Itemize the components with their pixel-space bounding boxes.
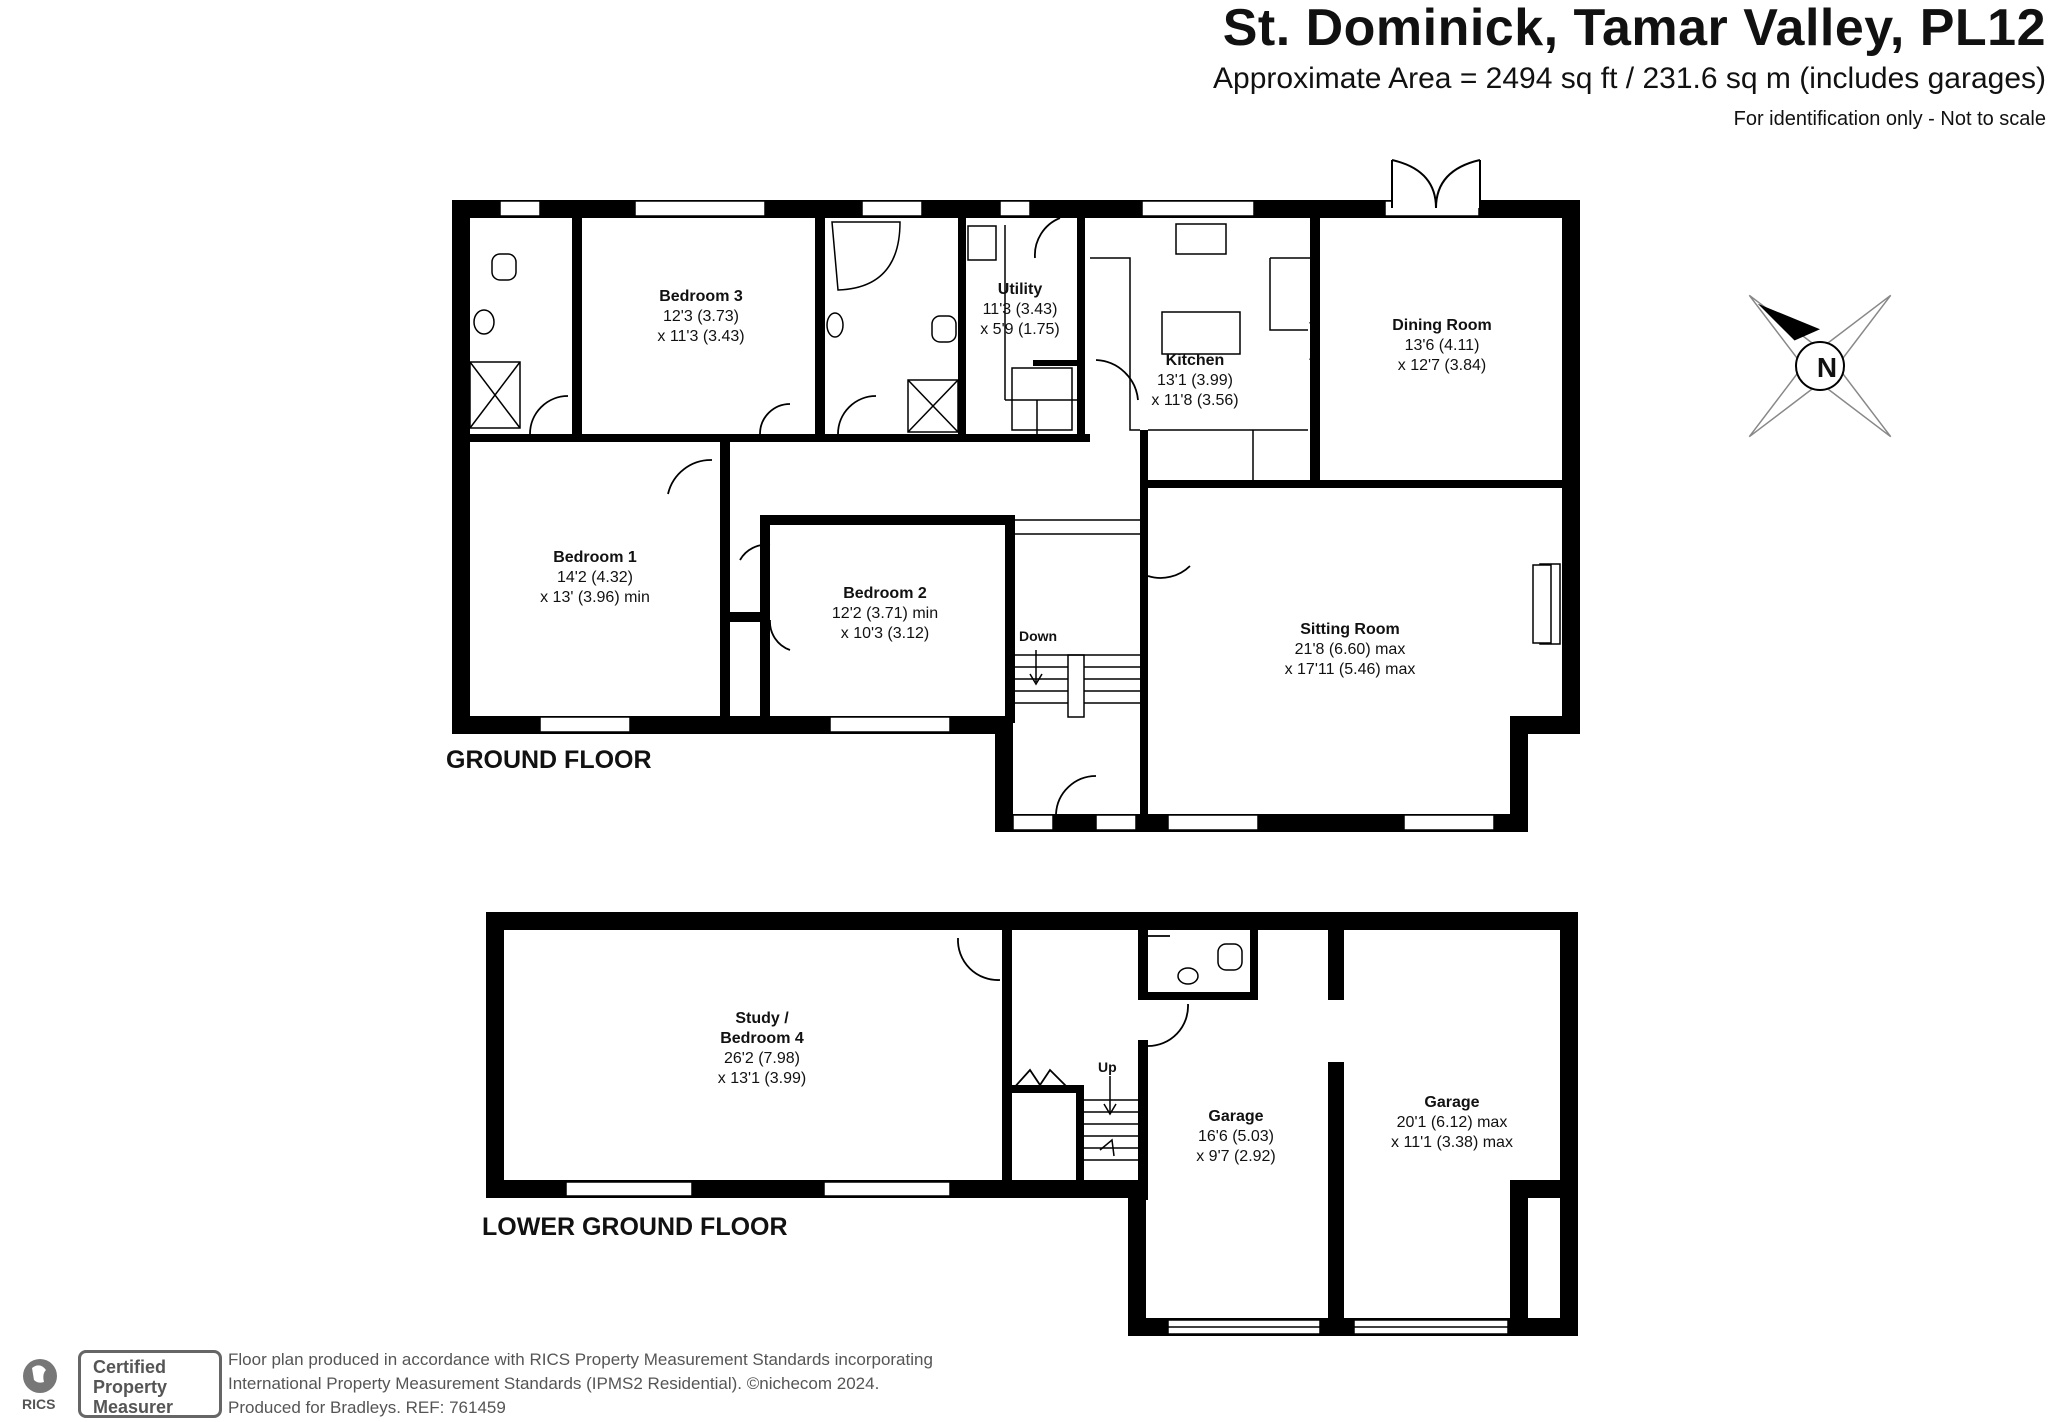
- room-dimension: x 13'1 (3.99): [718, 1070, 806, 1087]
- lower-floor-fixtures: [1177, 943, 1243, 985]
- room-label-sitting-room: Sitting Room 21'8 (6.60) max x 17'11 (5.…: [1285, 621, 1416, 678]
- room-dimension: x 13' (3.96) min: [540, 589, 650, 606]
- room-dimension: 12'3 (3.73): [663, 308, 739, 325]
- room-dimension: 12'2 (3.71) min: [832, 605, 938, 622]
- room-dimension: x 12'7 (3.84): [1398, 357, 1486, 374]
- stairs-down-label: Down: [1019, 628, 1057, 644]
- cert-line-2: Property: [93, 1377, 168, 1397]
- room-label-garage-1: Garage 16'6 (5.03) x 9'7 (2.92): [1196, 1108, 1276, 1165]
- room-name: Garage: [1208, 1108, 1263, 1125]
- compass-north-arrow: [1757, 303, 1820, 341]
- kitchen-worktops: [1004, 225, 1310, 480]
- room-name: Dining Room: [1392, 317, 1492, 334]
- room-name: Bedroom 3: [659, 288, 743, 305]
- room-name: Bedroom 1: [553, 549, 637, 566]
- room-name: Kitchen: [1166, 352, 1225, 369]
- room-dimension: 11'3 (3.43): [983, 301, 1058, 318]
- approximate-area: Approximate Area = 2494 sq ft / 231.6 sq…: [1213, 62, 2046, 95]
- room-dimension: 13'6 (4.11): [1405, 337, 1480, 354]
- rics-badge: RICS Certified Property Measurer: [14, 1350, 222, 1418]
- room-dimension: 21'8 (6.60) max: [1295, 641, 1406, 658]
- dining-french-doors: [1391, 159, 1481, 209]
- page-title: St. Dominick, Tamar Valley, PL12: [1222, 0, 2046, 57]
- footer-line-1: Floor plan produced in accordance with R…: [228, 1350, 933, 1369]
- room-label-bedroom-2: Bedroom 2 12'2 (3.71) min x 10'3 (3.12): [832, 585, 938, 642]
- ground-floor-doors: [529, 217, 1316, 815]
- room-dimension: 26'2 (7.98): [724, 1050, 800, 1067]
- room-label-bedroom-1: Bedroom 1 14'2 (4.32) x 13' (3.96) min: [540, 549, 650, 606]
- lower-floor-stairs: [1084, 1076, 1138, 1161]
- ground-floor-plan: Bedroom 3 12'3 (3.73) x 11'3 (3.43) Util…: [452, 159, 1580, 832]
- room-label-garage-2: Garage 20'1 (6.12) max x 11'1 (3.38) max: [1391, 1094, 1513, 1151]
- stairs-up-label: Up: [1098, 1059, 1117, 1075]
- fireplace: [1532, 564, 1552, 644]
- compass-north-label: N: [1817, 352, 1837, 383]
- room-name: Study /: [735, 1010, 789, 1027]
- rics-text: RICS: [22, 1396, 56, 1412]
- lower-floor-windows: [565, 1181, 951, 1197]
- room-label-utility: Utility 11'3 (3.43) x 5'9 (1.75): [980, 281, 1060, 338]
- room-name: Garage: [1424, 1094, 1479, 1111]
- room-dimension: x 11'1 (3.38) max: [1391, 1134, 1513, 1151]
- lower-floor-doors: [957, 935, 1189, 1091]
- room-label-kitchen: Kitchen 13'1 (3.99) x 11'8 (3.56): [1151, 352, 1238, 409]
- room-name: Bedroom 2: [843, 585, 927, 602]
- room-dimension: x 5'9 (1.75): [980, 321, 1060, 338]
- room-dimension: x 17'11 (5.46) max: [1285, 661, 1416, 678]
- room-dimension: 14'2 (4.32): [557, 569, 633, 586]
- room-dimension: 16'6 (5.03): [1198, 1128, 1274, 1145]
- room-dimension: x 9'7 (2.92): [1196, 1148, 1276, 1165]
- compass-rose: [1748, 294, 1892, 438]
- room-label-study: Study / Bedroom 4 26'2 (7.98) x 13'1 (3.…: [718, 1010, 806, 1087]
- room-dimension: x 11'3 (3.43): [657, 328, 744, 345]
- garage-doors: [1167, 1319, 1509, 1335]
- room-dimension: 13'1 (3.99): [1157, 372, 1233, 389]
- ground-floor-label: GROUND FLOOR: [446, 746, 652, 774]
- room-label-dining-room: Dining Room 13'6 (4.11) x 12'7 (3.84): [1392, 317, 1492, 374]
- room-dimension: x 10'3 (3.12): [841, 625, 929, 642]
- footer-line-2: International Property Measurement Stand…: [228, 1374, 880, 1393]
- room-name: Bedroom 4: [720, 1030, 804, 1047]
- certified-measurer-box: Certified Property Measurer: [78, 1350, 222, 1418]
- ground-floor-fixtures: [469, 221, 1241, 433]
- cert-line-1: Certified: [93, 1357, 167, 1377]
- rics-logo-icon: [23, 1359, 57, 1393]
- room-label-bedroom-3: Bedroom 3 12'3 (3.73) x 11'3 (3.43): [657, 288, 744, 345]
- identification-note: For identification only - Not to scale: [1733, 108, 2046, 130]
- footer-line-3: Produced for Bradleys. REF: 761459: [228, 1398, 506, 1417]
- room-dimension: x 11'8 (3.56): [1151, 392, 1238, 409]
- cert-line-3: Measurer: [93, 1397, 174, 1417]
- room-name: Sitting Room: [1300, 621, 1400, 638]
- lower-ground-floor-label: LOWER GROUND FLOOR: [482, 1213, 788, 1241]
- room-dimension: 20'1 (6.12) max: [1397, 1114, 1508, 1131]
- room-name: Utility: [998, 281, 1043, 298]
- ground-floor-stairs: [1013, 519, 1140, 718]
- lower-ground-floor-plan: Study / Bedroom 4 26'2 (7.98) x 13'1 (3.…: [486, 912, 1578, 1336]
